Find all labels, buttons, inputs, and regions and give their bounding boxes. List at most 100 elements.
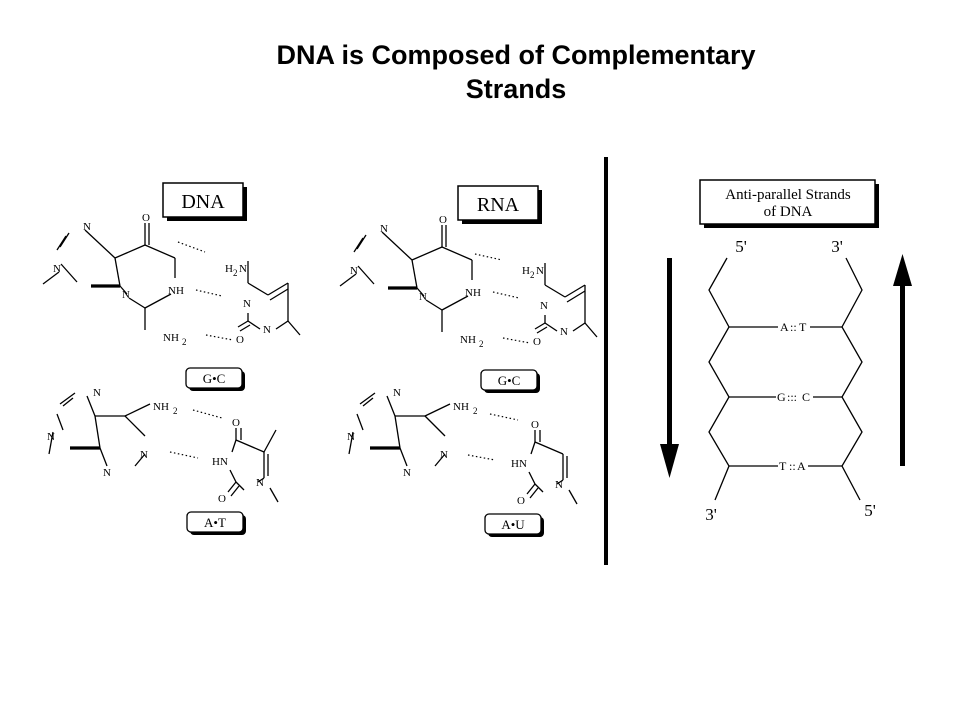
svg-text:H: H [522,265,530,277]
slide-title: DNA is Composed of Complementary Strands [0,38,960,106]
dna-adenine-structure: N N N N NH 2 [47,387,178,479]
svg-text:O: O [533,336,541,348]
rna-uracil-structure: O HN N O [511,419,578,507]
svg-text:N: N [380,223,388,235]
dna-heading-box: DNA [162,182,247,221]
svg-text:NH: NH [453,401,469,413]
svg-text:2: 2 [182,337,187,347]
rna-cytosine-structure: H 2 N N N O [522,262,598,348]
svg-text:N: N [350,265,358,277]
svg-text:O: O [218,493,226,505]
svg-text:N: N [93,387,101,399]
svg-text:T: T [799,320,807,334]
left-strand-bottom-label: 3' [705,505,717,524]
svg-text:G: G [777,390,786,404]
svg-text:NH: NH [168,285,184,297]
svg-text:2: 2 [473,406,478,416]
svg-text:N: N [83,221,91,233]
base-pair-2: G ::: C [729,390,842,404]
dna-panel: DNA N N N NH O NH 2 H 2 N N N O [41,182,301,535]
svg-text:N: N [103,467,111,479]
svg-text:G•C: G•C [203,371,226,386]
up-arrow-icon [893,254,912,466]
rna-au-pair-label: A•U [484,513,544,537]
rna-gc-hbonds [474,253,531,344]
svg-text:of DNA: of DNA [764,204,813,220]
svg-text:Anti-parallel Strands: Anti-parallel Strands [725,187,851,203]
svg-text:O: O [236,334,244,346]
dna-guanine-structure: N N N NH O NH 2 [41,212,187,347]
svg-text:N: N [536,265,544,277]
svg-text:N: N [53,263,61,275]
svg-text:::: :: [790,320,797,334]
svg-text:A: A [797,459,806,473]
svg-text:C: C [802,390,810,404]
dna-gc-hbonds [177,241,234,341]
rna-au-hbonds [467,413,519,461]
svg-text:HN: HN [212,456,228,468]
dna-gc-pair-label: G•C [185,367,245,391]
base-pair-3: T :: A [729,459,842,473]
rna-heading-box: RNA [457,185,542,224]
svg-text:HN: HN [511,458,527,470]
right-strand-bottom-label: 5' [864,501,876,520]
svg-text:N: N [560,326,568,338]
svg-text:N: N [239,263,247,275]
svg-text:2: 2 [479,339,484,349]
svg-text:T: T [779,459,787,473]
svg-text:A•U: A•U [501,517,525,532]
svg-text:N: N [555,479,563,491]
right-strand-top-label: 3' [831,237,843,256]
svg-text:N: N [122,289,130,301]
dna-heading: DNA [181,191,225,213]
svg-text:A: A [780,320,789,334]
svg-text:O: O [232,417,240,429]
svg-text:NH: NH [153,401,169,413]
svg-text:O: O [517,495,525,507]
svg-text:N: N [243,298,251,310]
svg-text:2: 2 [173,406,178,416]
svg-text:N: N [393,387,401,399]
down-arrow-icon [660,258,679,478]
svg-text:A•T: A•T [204,515,226,530]
rna-panel: RNA N N N NH O NH 2 H 2 N N N O [338,185,598,537]
svg-text:NH: NH [465,287,481,299]
svg-text:N: N [140,449,148,461]
slide-title-line1: DNA is Composed of Complementary [276,40,756,70]
rna-guanine-structure: N N N NH O NH 2 [338,214,484,349]
dna-thymine-structure: O HN N O [212,417,279,505]
right-strand-backbone [841,257,863,501]
dna-cytosine-structure: H 2 N N N O [225,260,301,346]
antiparallel-panel: Anti-parallel Strands of DNA 5' 3' 3' 5'… [660,179,912,524]
antiparallel-heading-box: Anti-parallel Strands of DNA [699,179,879,228]
panel-divider [604,157,608,565]
svg-text:NH: NH [460,334,476,346]
svg-text:N: N [263,324,271,336]
svg-text:N: N [440,449,448,461]
svg-text::::: ::: [787,390,797,404]
svg-text:N: N [540,300,548,312]
svg-text:NH: NH [163,332,179,344]
svg-text:H: H [225,263,233,275]
left-strand-backbone [708,257,730,501]
svg-text:N: N [403,467,411,479]
rna-gc-pair-label: G•C [480,369,540,393]
rna-heading: RNA [477,194,520,216]
dna-at-pair-label: A•T [186,511,246,535]
svg-text:G•C: G•C [498,373,521,388]
rna-adenine-structure: N N N N NH 2 [347,387,478,479]
svg-text:N: N [256,477,264,489]
base-pair-1: A :: T [729,320,842,334]
left-strand-top-label: 5' [735,237,747,256]
svg-text:O: O [531,419,539,431]
svg-text:::: :: [789,459,796,473]
svg-text:2: 2 [530,270,535,280]
svg-text:N: N [347,431,355,443]
svg-text:N: N [419,291,427,303]
svg-text:O: O [439,214,447,226]
dna-at-hbonds [169,409,223,459]
svg-text:O: O [142,212,150,224]
slide-title-line2: Strands [465,74,567,104]
svg-text:N: N [47,431,55,443]
